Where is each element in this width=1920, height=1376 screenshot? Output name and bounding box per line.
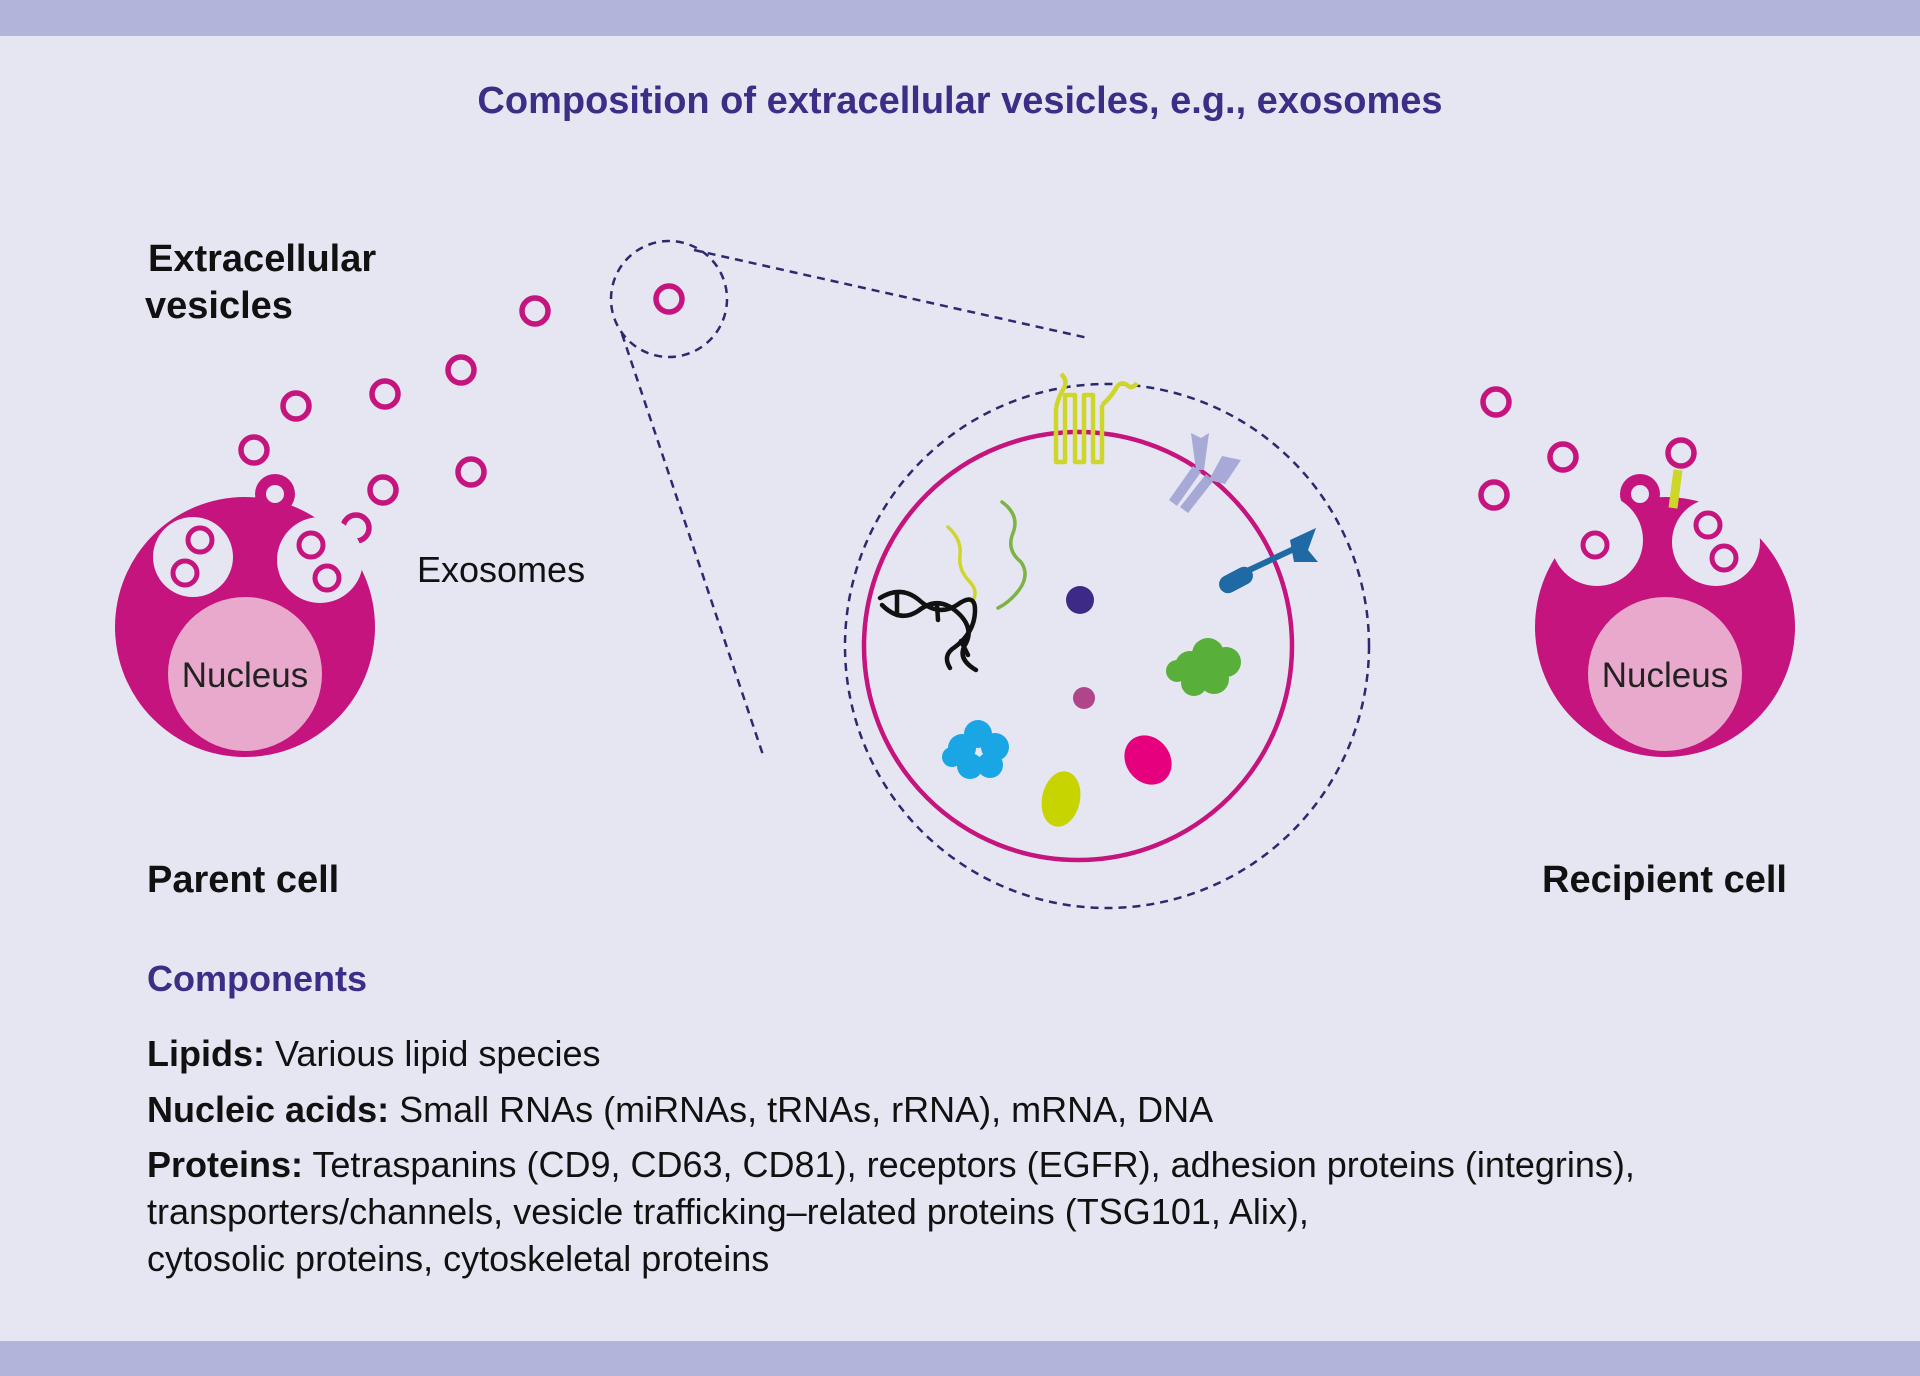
vesicle xyxy=(369,378,401,410)
intraluminal-vesicle xyxy=(296,530,326,560)
nucleic-acids-row: Nucleic acids: Small RNAs (miRNAs, tRNAs… xyxy=(147,1087,1887,1134)
proteins-line1: Proteins: Tetraspanins (CD9, CD63, CD81)… xyxy=(147,1142,1887,1189)
recipient-cell-label: Recipient cell xyxy=(1542,859,1787,901)
recipient-cell: Nucleus xyxy=(1535,437,1795,757)
intraluminal-vesicle xyxy=(312,563,342,593)
tetraspanin-icon xyxy=(1053,372,1139,465)
zoom-connector xyxy=(609,239,1371,910)
extracellular-vesicles-label-line1: Extracellular xyxy=(148,238,376,280)
intraluminal-vesicle xyxy=(170,558,200,588)
proteins-row: Proteins: Tetraspanins (CD9, CD63, CD81)… xyxy=(147,1142,1887,1282)
parent-nucleus-label: Nucleus xyxy=(182,656,308,695)
proteins-text-line1: Tetraspanins (CD9, CD63, CD81), receptor… xyxy=(303,1144,1635,1186)
vesicle xyxy=(238,434,270,466)
vesicle xyxy=(653,283,685,315)
free-vesicles xyxy=(238,283,1579,544)
recipient-nucleus xyxy=(1588,597,1742,751)
extracellular-vesicles-label-line2: vesicles xyxy=(145,285,293,327)
components-heading: Components xyxy=(147,958,367,999)
zoom-source-circle xyxy=(609,239,729,359)
lipids-row: Lipids: Various lipid species xyxy=(147,1031,1887,1078)
top-band xyxy=(0,0,1920,36)
receptor-icon xyxy=(1219,528,1318,594)
bottom-band xyxy=(0,1341,1920,1376)
vesicle xyxy=(445,354,477,386)
zoomed-vesicle-outline xyxy=(843,382,1371,910)
nucleic-acids-term: Nucleic acids: xyxy=(147,1088,390,1130)
endosome-left xyxy=(1551,494,1643,586)
zoom-line-top xyxy=(693,248,1089,340)
rna-icon xyxy=(946,500,1027,610)
vesicle xyxy=(455,456,487,488)
cytosolic-protein-green xyxy=(1166,638,1241,696)
parent-cell: Nucleus xyxy=(115,474,375,757)
budding-vesicle-lumen xyxy=(1631,485,1649,503)
diagram-title: Composition of extracellular vesicles, e… xyxy=(477,80,1442,122)
intraluminal-vesicle xyxy=(1693,510,1723,540)
integrin-icon xyxy=(1169,433,1241,513)
proteins-text-line2: transporters/channels, vesicle trafficki… xyxy=(147,1191,1309,1233)
endosome-right xyxy=(1672,498,1760,586)
budding-vesicle-lumen xyxy=(266,485,284,503)
vesicle xyxy=(280,390,312,422)
intraluminal-vesicle xyxy=(1709,543,1739,573)
zoomed-exosome xyxy=(861,372,1318,863)
lipids-term: Lipids: xyxy=(147,1032,265,1074)
proteins-term: Proteins: xyxy=(147,1144,304,1186)
vesicle xyxy=(367,474,399,506)
parent-nucleus xyxy=(168,597,322,751)
intraluminal-vesicle xyxy=(185,525,215,555)
dna-icon xyxy=(877,589,979,673)
metabolite-dot-purple xyxy=(1066,586,1094,614)
recipient-nucleus-label: Nucleus xyxy=(1602,656,1728,695)
vesicle xyxy=(519,295,551,327)
surface-receptor xyxy=(1668,469,1683,509)
intraluminal-vesicle xyxy=(1580,530,1610,560)
vesicle xyxy=(1478,479,1510,511)
vesicle xyxy=(1547,441,1579,473)
components-section: Components Lipids: Various lipid species… xyxy=(147,956,1887,1292)
cytosolic-protein-lime xyxy=(1041,771,1081,827)
cytosolic-protein-magenta xyxy=(1124,735,1172,785)
metabolite-dot-pink xyxy=(1073,687,1095,709)
docking-vesicle xyxy=(1665,437,1697,469)
lipids-text: Various lipid species xyxy=(264,1032,601,1074)
vesicle xyxy=(1480,386,1512,418)
proteins-text-line3: cytosolic proteins, cytoskeletal protein… xyxy=(147,1237,770,1279)
nucleic-acids-text: Small RNAs (miRNAs, tRNAs, rRNA), mRNA, … xyxy=(389,1088,1214,1130)
cytosolic-protein-cyan xyxy=(942,720,1009,779)
exosomes-label: Exosomes xyxy=(417,549,585,590)
zoom-line-bottom xyxy=(620,333,766,759)
exosome-membrane xyxy=(861,429,1295,863)
parent-cell-label: Parent cell xyxy=(147,859,339,901)
